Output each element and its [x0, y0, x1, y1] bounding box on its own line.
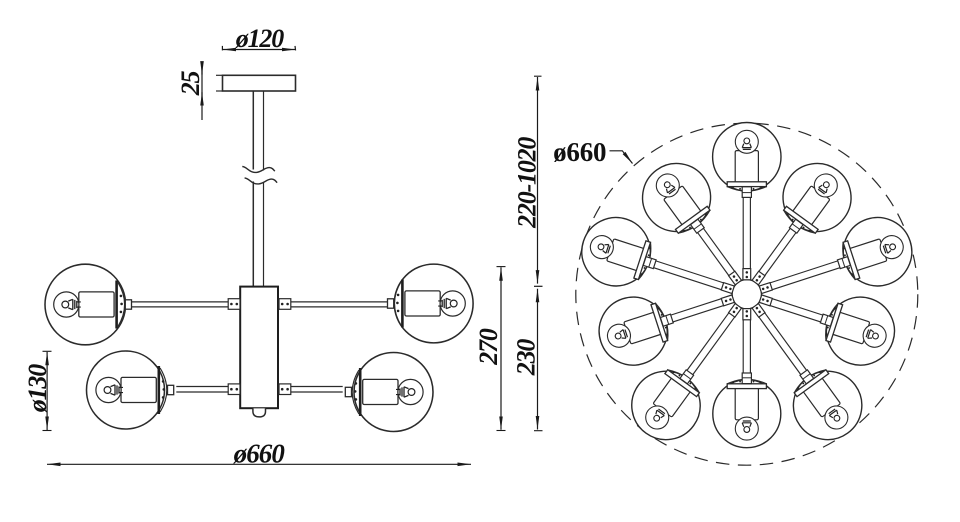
svg-text:220-1020: 220-1020 [513, 137, 542, 229]
svg-text:270: 270 [474, 328, 503, 366]
svg-text:ø660: ø660 [233, 439, 286, 469]
svg-text:230: 230 [512, 339, 541, 377]
svg-text:ø120: ø120 [235, 24, 284, 53]
svg-text:25: 25 [176, 71, 205, 97]
svg-text:ø130: ø130 [23, 364, 52, 413]
svg-text:ø660: ø660 [553, 137, 606, 167]
